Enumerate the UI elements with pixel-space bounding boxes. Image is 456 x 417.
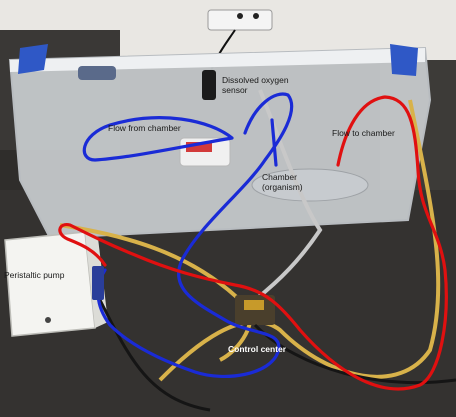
chamber-pointer-line [270, 118, 278, 167]
floor-cable [98, 299, 211, 412]
label-control-center: Control center [228, 344, 287, 354]
container-clip-left [18, 44, 48, 74]
label-dissolved-oxygen-sensor: Dissolved oxygen sensor [222, 75, 289, 95]
flow-to-chamber-path [58, 95, 448, 391]
tube-holder [78, 66, 116, 80]
label-line: Dissolved oxygen [222, 75, 289, 85]
wall-device-knob-icon [237, 13, 243, 19]
label-peristaltic-pump: Peristaltic pump [4, 270, 65, 280]
container-rim [10, 48, 425, 72]
label-chamber-organism: Chamber (organism) [262, 172, 303, 192]
yellow-tubing [59, 223, 253, 362]
yellow-tubing [158, 99, 441, 382]
pump-switch-icon [45, 317, 51, 323]
control-center-valve [244, 300, 264, 310]
label-line: (organism) [262, 182, 303, 192]
clear-tubing [253, 89, 323, 302]
label-flow-from-chamber: Flow from chamber [108, 123, 181, 133]
label-line: sensor [222, 85, 248, 95]
chamber-label-sticker [186, 142, 212, 152]
floor-cable [253, 323, 456, 384]
label-flow-to-chamber: Flow to chamber [332, 128, 395, 138]
label-line: Chamber [262, 172, 297, 182]
wall-device-knob-icon [253, 13, 259, 19]
flow-from-chamber-path [82, 92, 294, 379]
pump-head [92, 266, 104, 300]
container-clip-right [390, 44, 418, 76]
oxygen-sensor [202, 70, 216, 100]
chamber-base [251, 168, 369, 202]
